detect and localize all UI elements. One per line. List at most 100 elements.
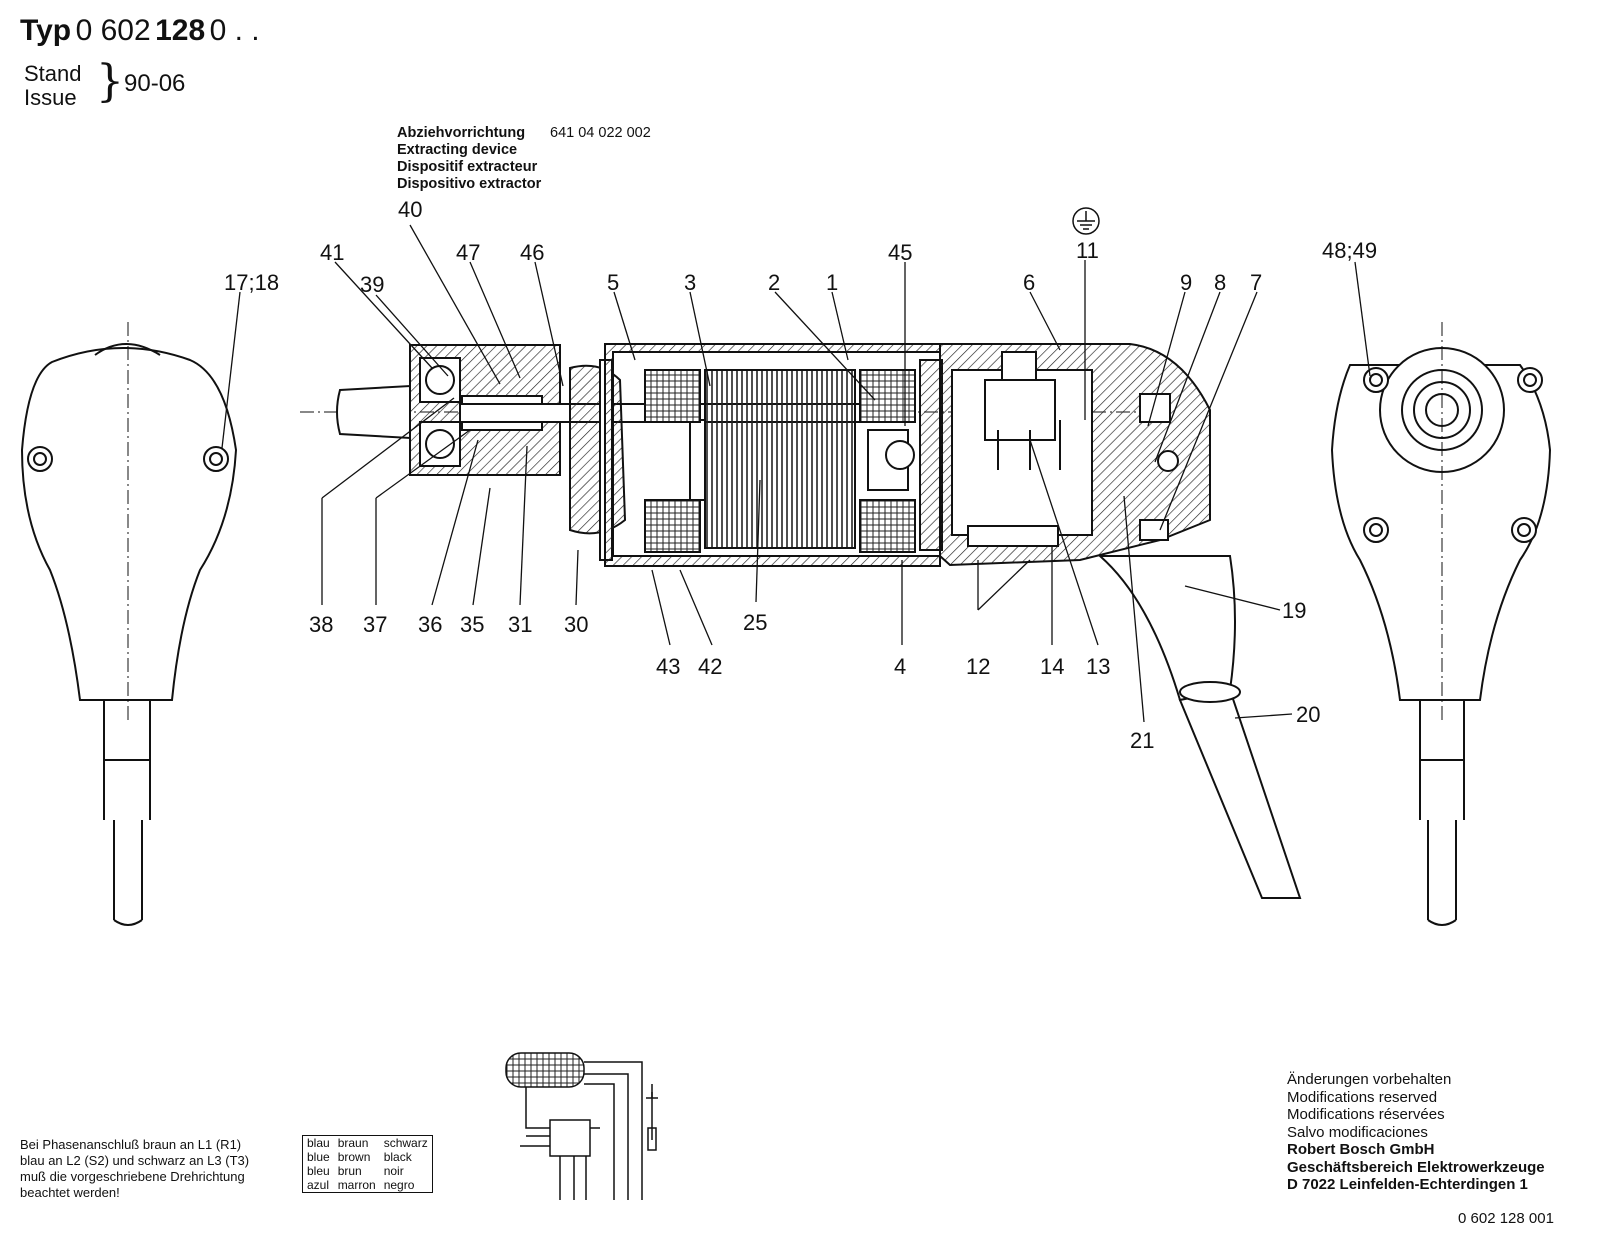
right-view-outline (1330, 364, 1552, 701)
callout-39: 39 (360, 272, 385, 297)
phase-note-line: muß die vorgeschriebene Drehrichtung (20, 1169, 245, 1184)
callout-11: 11 (1076, 238, 1099, 263)
callout-8: 8 (1214, 270, 1227, 295)
table-row: blue brown black (303, 1150, 433, 1164)
callout-42: 42 (698, 654, 723, 679)
callout-41: 41 (320, 240, 345, 265)
type-number-suffix: 0 . . (209, 14, 260, 47)
fan (569, 364, 627, 535)
tool-part-number: 641 04 022 002 (550, 125, 651, 141)
ground-icon (1072, 207, 1100, 235)
table-row: azul marron negro (303, 1178, 433, 1193)
winding-br (859, 499, 916, 553)
callout-40: 40 (398, 197, 423, 222)
type-number-prefix: 0 602 (75, 14, 151, 47)
table-cell: brun (337, 1164, 362, 1178)
callout-1: 1 (826, 270, 839, 295)
winding-tr (859, 369, 916, 423)
table-cell: brown (337, 1150, 371, 1164)
callout-9: 9 (1180, 270, 1193, 295)
handle (1097, 555, 1236, 702)
issue-label: Issue (24, 85, 77, 110)
resistor-symbol (647, 1127, 657, 1151)
stand-label: Stand (24, 61, 82, 86)
tool-line-en: Extracting device (397, 142, 518, 158)
capacitor (967, 525, 1059, 547)
rights-block: Änderungen vorbehalten Modifications res… (1287, 1071, 1545, 1194)
callout-38: 38 (309, 612, 334, 637)
callout-21: 21 (1130, 728, 1155, 753)
brace-icon: } (96, 56, 124, 107)
leader-lines (221, 224, 1371, 723)
spindle-nose (336, 384, 411, 440)
callout-25: 25 (743, 610, 768, 635)
table-cell: blue (307, 1150, 330, 1164)
cable (1178, 688, 1302, 899)
typ-label: Typ (20, 14, 72, 47)
winding-tl (644, 369, 701, 423)
callout-20: 20 (1296, 702, 1321, 727)
field-coil-symbol (505, 1052, 585, 1088)
wiring-diagram (505, 1052, 658, 1200)
company-name: Robert Bosch GmbH (1287, 1141, 1435, 1158)
rotor-pack (704, 369, 856, 549)
rights-line: Modifications réservées (1287, 1106, 1445, 1123)
table-row: blau braun schwarz (303, 1136, 433, 1151)
wire-color-table: blau braun schwarz blue brown black bleu… (302, 1135, 433, 1193)
callout-5: 5 (607, 270, 620, 295)
tool-line-de: Abziehvorrichtung (397, 125, 526, 141)
table-cell: black (383, 1150, 412, 1164)
company-address: D 7022 Leinfelden-Echterdingen 1 (1287, 1176, 1528, 1193)
callout-19: 19 (1282, 598, 1307, 623)
callout-4: 4 (894, 654, 907, 679)
issue-date: 90-06 (124, 70, 186, 97)
type-number-bold: 128 (155, 14, 206, 47)
callout-12: 12 (966, 654, 991, 679)
callout-30: 30 (564, 612, 589, 637)
callout-31: 31 (508, 612, 533, 637)
table-cell: braun (337, 1136, 369, 1150)
callout-48-49: 48;49 (1322, 238, 1378, 263)
table-cell: schwarz (383, 1136, 428, 1150)
winding-bl (644, 499, 701, 553)
callout-43: 43 (656, 654, 681, 679)
callout-45: 45 (888, 240, 913, 265)
callout-35: 35 (460, 612, 485, 637)
callout-7: 7 (1250, 270, 1263, 295)
table-cell: bleu (307, 1164, 330, 1178)
left-view-outline (20, 347, 238, 701)
rights-line: Salvo modificaciones (1287, 1123, 1428, 1141)
left-view-cable (113, 820, 143, 926)
phase-note-line: beachtet werden! (20, 1185, 120, 1200)
callout-3: 3 (684, 270, 697, 295)
phase-note-line: Bei Phasenanschluß braun an L1 (R1) (20, 1137, 242, 1152)
left-view-neck (103, 700, 151, 820)
tool-line-es: Dispositivo extractor (397, 176, 542, 192)
type-header: Typ 0 602 128 0 . . (20, 14, 260, 48)
document-number: 0 602 128 001 (1458, 1210, 1554, 1227)
phase-note: Bei Phasenanschluß braun an L1 (R1) blau… (20, 1137, 249, 1201)
table-cell: negro (383, 1178, 415, 1192)
switch-symbol (549, 1119, 591, 1157)
callout-14: 14 (1040, 654, 1065, 679)
callout-2: 2 (768, 270, 781, 295)
callout-37: 37 (363, 612, 388, 637)
right-view-cable (1427, 820, 1457, 926)
left-end-view (20, 322, 238, 926)
callout-17-18: 17;18 (224, 270, 280, 295)
left-view-top-cap (94, 343, 161, 356)
table-row: bleu brun noir (303, 1164, 433, 1178)
table-cell: blau (307, 1136, 330, 1150)
callout-13: 13 (1086, 654, 1111, 679)
rights-line: Modifications reserved (1287, 1088, 1438, 1106)
callout-47: 47 (456, 240, 481, 265)
table-cell: azul (307, 1178, 330, 1192)
callout-36: 36 (418, 612, 443, 637)
company-division: Geschäftsbereich Elektrowerkzeuge (1287, 1158, 1545, 1176)
right-end-view (1330, 322, 1552, 926)
switch-plunger (1001, 351, 1037, 381)
callout-46: 46 (520, 240, 545, 265)
table-cell: noir (383, 1164, 404, 1178)
rear-bearing (885, 440, 915, 470)
